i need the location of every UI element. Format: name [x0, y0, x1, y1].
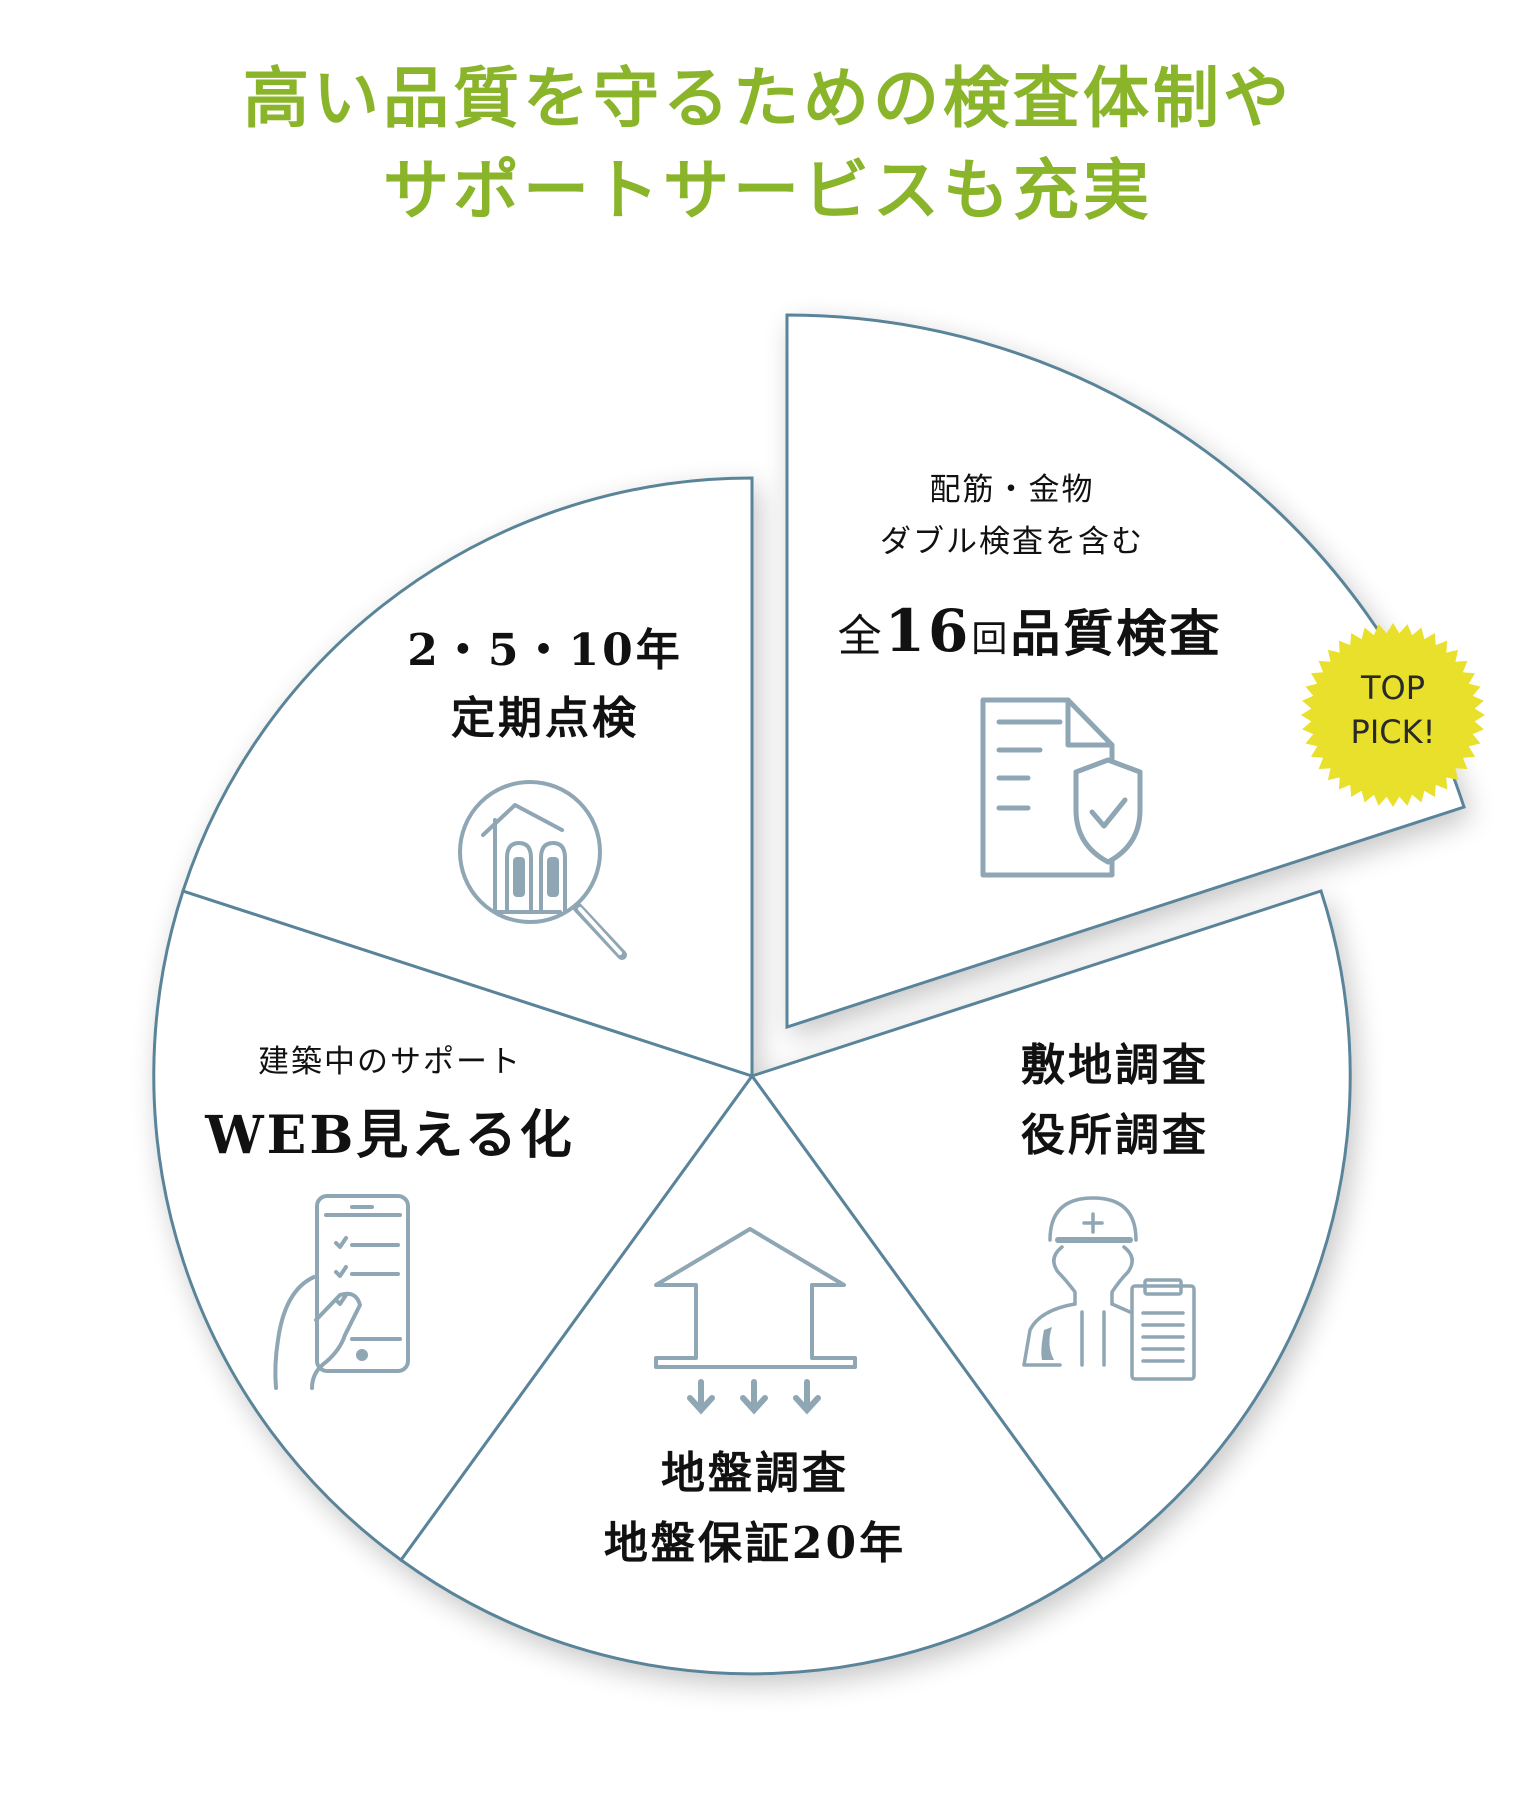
quality-sub-line-1: 配筋・金物	[929, 472, 1095, 508]
slice-ground-survey	[398, 1073, 1106, 1676]
house-foundation-icon	[654, 1227, 857, 1415]
quality-prefix: 全	[837, 611, 885, 662]
worker-clipboard-icon	[1022, 1196, 1196, 1381]
site-line-1: 敷地調査	[1021, 1040, 1209, 1091]
page-title: 高い品質を守るための検査体制や サポートサービスも充実	[0, 52, 1536, 236]
web-line-1: WEB見える化	[205, 1105, 575, 1166]
slice-periodic-inspection	[181, 476, 754, 1079]
slice-web-visualization	[152, 889, 755, 1563]
ground-line-1: 地盤調査	[661, 1448, 849, 1499]
badge-line-2: PICK!	[1350, 713, 1436, 751]
badge-line-1: TOP	[1360, 669, 1426, 707]
quality-sub-line-2: ダブル検査を含む	[880, 524, 1144, 560]
badge-text: TOP PICK!	[1300, 666, 1486, 754]
house-magnifier-icon	[458, 780, 627, 960]
periodic-line-1: 2・5・10年	[407, 625, 683, 676]
title-line-2: サポートサービスも充実	[383, 151, 1153, 229]
quality-main-label: 全16回品質検査	[790, 600, 1270, 671]
quality-count: 16	[884, 597, 972, 665]
starburst-icon	[1301, 623, 1485, 807]
smartphone-checklist-icon	[273, 1194, 410, 1390]
ground-line-2: 地盤保証20年	[603, 1518, 907, 1569]
top-pick-badge: TOP PICK!	[1300, 622, 1486, 808]
quality-suffix: 品質検査	[1010, 604, 1223, 663]
title-line-1: 高い品質を守るための検査体制や	[243, 59, 1293, 137]
document-shield-check-icon	[980, 697, 1143, 878]
periodic-line-2: 定期点検	[451, 693, 639, 744]
quality-counter: 回	[971, 619, 1011, 660]
site-line-2: 役所調査	[1021, 1110, 1209, 1161]
web-sub-line-1: 建築中のサポート	[258, 1044, 522, 1080]
